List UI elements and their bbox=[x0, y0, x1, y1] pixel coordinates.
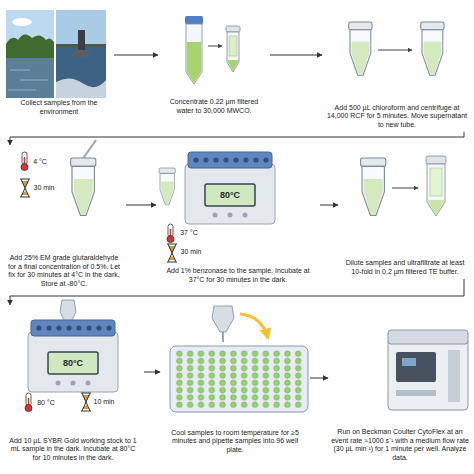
cytometer-window bbox=[402, 358, 416, 366]
tube-body bbox=[427, 164, 445, 216]
cytometer-side bbox=[448, 350, 460, 402]
display-reading: 80°C bbox=[220, 191, 240, 199]
step-text: Concentrate 0.22 µm filtered water to 30… bbox=[161, 98, 267, 115]
step-text: Add 500 µL chloroform and centrifuge at … bbox=[325, 104, 469, 129]
tube-liquid bbox=[428, 200, 444, 215]
thermometer-icon bbox=[21, 152, 28, 171]
hourglass-icon bbox=[20, 179, 30, 197]
tube-symbol bbox=[71, 158, 96, 215]
buoy-tower bbox=[78, 30, 85, 52]
flow-arrow bbox=[144, 372, 160, 373]
transfer-arrow bbox=[208, 46, 222, 47]
thermometer-icon bbox=[25, 393, 32, 412]
step-box: Add 25% EM grade glutaraldehyde for a fi… bbox=[2, 145, 126, 291]
step-box: Concentrate 0.22 µm filtered water to 30… bbox=[158, 14, 270, 118]
filter-insert bbox=[229, 36, 237, 56]
filter-insert bbox=[430, 168, 442, 196]
setting-label: 80 °C bbox=[37, 399, 55, 407]
pipette-tip bbox=[82, 140, 96, 160]
hourglass-icon bbox=[81, 393, 91, 411]
setting-label: 30 min bbox=[180, 248, 201, 256]
filter-tube bbox=[426, 156, 446, 216]
sample-tube bbox=[349, 22, 372, 75]
flow-arrow bbox=[310, 378, 328, 379]
water-ripple bbox=[8, 70, 48, 90]
lake-photo bbox=[6, 10, 54, 98]
flow-cytometer bbox=[388, 330, 468, 410]
setting-label: 4 °C bbox=[33, 158, 47, 166]
step-text: Cool samples to room temperature for ≥5 … bbox=[163, 429, 307, 454]
tube-cap bbox=[426, 156, 446, 164]
tube-liquid bbox=[228, 60, 238, 71]
step-box: Collect samples from the environment bbox=[4, 6, 114, 118]
thermometer-icon bbox=[167, 224, 174, 243]
step-text: Add 1% benzonase to the sample. Incubate… bbox=[160, 267, 316, 284]
flow-arrow bbox=[270, 55, 322, 56]
tube-symbol bbox=[421, 22, 444, 75]
boat-wake bbox=[56, 78, 106, 98]
step-box: Dilute samples and ultrafiltrate at leas… bbox=[338, 145, 472, 279]
sea-water bbox=[56, 47, 106, 98]
lake-water bbox=[6, 58, 54, 98]
step-text: Add 10 µL SYBR Gold working stock to 1 m… bbox=[6, 437, 140, 462]
new-tube bbox=[421, 22, 444, 75]
transfer-arrow bbox=[378, 50, 412, 51]
flow-arrow bbox=[126, 205, 156, 206]
flow-arrow bbox=[10, 279, 464, 305]
well-plate bbox=[170, 346, 308, 412]
setting-label: 10 min bbox=[93, 398, 114, 406]
step-box: Cool samples to room temperature for ≥5 … bbox=[160, 305, 310, 457]
heat-block-symbol bbox=[28, 320, 118, 392]
tube-symbol bbox=[349, 22, 372, 75]
sample-tube bbox=[361, 158, 386, 215]
pipette-arrow bbox=[240, 314, 268, 338]
sky bbox=[56, 10, 106, 98]
tube-symbol bbox=[361, 158, 386, 215]
flow-arrow bbox=[114, 55, 158, 56]
buoy-float bbox=[74, 50, 89, 57]
flow-arrow bbox=[320, 205, 338, 206]
plate-wells bbox=[174, 350, 304, 408]
cloud bbox=[12, 18, 32, 26]
cytometer-body bbox=[388, 338, 468, 410]
display-reading: 80°C bbox=[63, 359, 83, 367]
step-box: Add 1% benzonase to the sample. Incubate… bbox=[156, 145, 320, 287]
hourglass-icon bbox=[167, 244, 177, 262]
setting-label: 30 min bbox=[33, 184, 54, 192]
pipette-tip bbox=[222, 332, 224, 342]
sea-photo bbox=[56, 10, 106, 98]
cytometer-panel bbox=[396, 352, 436, 382]
tube-liquid bbox=[187, 42, 201, 83]
tube-body bbox=[186, 24, 202, 84]
sky bbox=[6, 10, 54, 98]
cytometer-tray bbox=[396, 390, 436, 396]
pipette-body bbox=[212, 306, 234, 332]
step-box: Run on Beckman Coulter CytoFlex at an ev… bbox=[328, 305, 472, 465]
step-text: Add 25% EM grade glutaraldehyde for a fi… bbox=[5, 254, 123, 288]
step-text: Collect samples from the environment bbox=[6, 99, 112, 116]
sample-tube bbox=[159, 168, 175, 205]
cytometer-top bbox=[388, 330, 468, 344]
tree-line bbox=[6, 34, 54, 60]
flow-arrow bbox=[10, 132, 464, 145]
heat-block-symbol bbox=[185, 152, 275, 224]
sample-tube bbox=[71, 158, 96, 215]
concentrator-tube bbox=[226, 26, 240, 72]
step-text: Run on Beckman Coulter CytoFlex at an ev… bbox=[331, 428, 469, 462]
step-box: Add 10 µL SYBR Gold working stock to 1 m… bbox=[2, 305, 144, 465]
tube-symbol bbox=[159, 168, 175, 205]
step-box: Add 500 µL chloroform and centrifuge at … bbox=[322, 14, 472, 132]
transfer-arrow bbox=[392, 188, 418, 189]
setting-label: 37 °C bbox=[180, 229, 198, 237]
step-text: Dilute samples and ultrafiltrate at leas… bbox=[341, 259, 469, 276]
tube-body bbox=[227, 32, 239, 72]
tube-cap bbox=[226, 26, 240, 32]
tube-cap bbox=[185, 16, 203, 24]
conical-tube bbox=[185, 16, 203, 84]
